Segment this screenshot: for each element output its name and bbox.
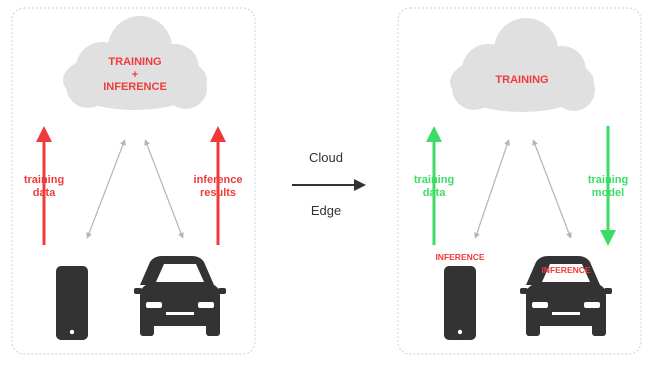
edge-label: Edge — [310, 203, 342, 218]
left-panel — [11, 7, 256, 355]
right-cloud-icon — [450, 18, 595, 112]
left-training-data-arrow — [36, 126, 52, 245]
left-phone-icon — [56, 266, 88, 340]
right-car-inference-label: INFERENCE — [541, 265, 591, 275]
left-car-details — [146, 264, 214, 315]
left-cloud-label: TRAINING + INFERENCE — [95, 56, 175, 94]
right-panel — [397, 7, 642, 355]
left-inference-results-label: inference results — [186, 174, 250, 199]
right-phone-cloud-connector — [474, 139, 510, 239]
right-training-model-arrow — [600, 126, 616, 246]
left-inference-results-label-line-2: results — [199, 186, 237, 199]
right-phone-inference-label: INFERENCE — [435, 252, 485, 262]
right-training-data-arrow — [426, 126, 442, 245]
left-inference-results-label-line-1: inference — [193, 174, 243, 186]
left-training-data-label: training data — [14, 174, 74, 199]
left-training-data-label-line-2: data — [32, 186, 56, 199]
right-training-model-label: training model — [578, 174, 638, 199]
left-cloud-label-line-3: INFERENCE — [103, 81, 167, 94]
left-cloud-label-line-1: TRAINING — [108, 56, 162, 68]
right-phone-icon — [444, 266, 476, 340]
right-training-model-label-line-1: training — [587, 174, 629, 186]
cloud-to-edge-arrow — [292, 179, 366, 191]
left-inference-results-arrow — [210, 126, 226, 245]
left-cloud-label-line-2: + — [131, 68, 139, 81]
right-car-cloud-connector — [532, 139, 572, 239]
left-training-data-label-line-1: training — [23, 174, 65, 186]
left-car-cloud-connector — [144, 139, 184, 239]
right-training-model-label-line-2: model — [591, 186, 625, 199]
left-phone-cloud-connector — [86, 139, 126, 239]
right-training-data-label-line-1: training — [413, 174, 455, 186]
right-training-data-label-line-2: data — [422, 186, 446, 199]
right-cloud-label: TRAINING — [495, 74, 549, 86]
left-cloud-icon — [63, 16, 207, 110]
right-car-details — [532, 264, 600, 315]
cloud-label: Cloud — [309, 150, 343, 165]
right-training-data-label: training data — [404, 174, 464, 199]
